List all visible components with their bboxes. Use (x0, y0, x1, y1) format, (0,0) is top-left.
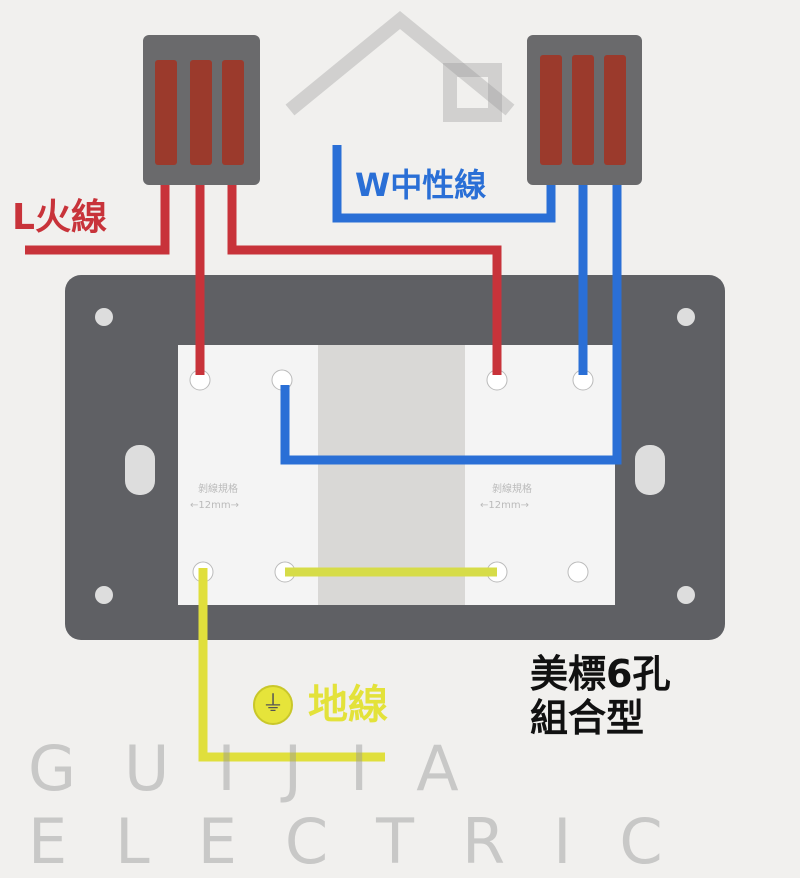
screw-hole (677, 308, 695, 326)
strip-length-left: ←12mm→ (190, 500, 239, 511)
screw-hole (95, 308, 113, 326)
ground-symbol-icon: ⏚ (253, 685, 293, 725)
house-watermark (285, 10, 515, 122)
product-type-label: 美標6孔 組合型 (530, 652, 670, 740)
wiring-diagram (25, 10, 725, 762)
socket-module-right (465, 345, 615, 605)
screw-hole (95, 586, 113, 604)
strip-spec-left: 剝線規格 (198, 484, 238, 495)
mount-slot (635, 445, 665, 495)
live-wire-input (25, 185, 170, 255)
neutral-wire-input (332, 145, 556, 223)
wire-connector-right (527, 35, 642, 185)
neutral-wire-left-socket (280, 185, 622, 465)
product-type-line2: 組合型 (530, 696, 645, 740)
strip-spec-right: 剝線規格 (492, 484, 532, 495)
product-type-line1: 美標6孔 (530, 652, 671, 696)
mount-slot (125, 445, 155, 495)
screw-hole (677, 586, 695, 604)
terminal-screw (567, 561, 589, 583)
blank-module-middle (318, 345, 465, 605)
live-wire-right-socket (227, 185, 502, 375)
wire-connector-left (143, 35, 260, 185)
ground-wire-label: 地線 (308, 682, 388, 728)
strip-length-right: ←12mm→ (480, 500, 529, 511)
watermark-english: GUIJIA ELECTRIC (28, 732, 711, 878)
ground-wire-input (198, 568, 385, 762)
neutral-wire-label: W中性線 (355, 166, 487, 204)
live-wire-label: L火線 (12, 197, 107, 238)
